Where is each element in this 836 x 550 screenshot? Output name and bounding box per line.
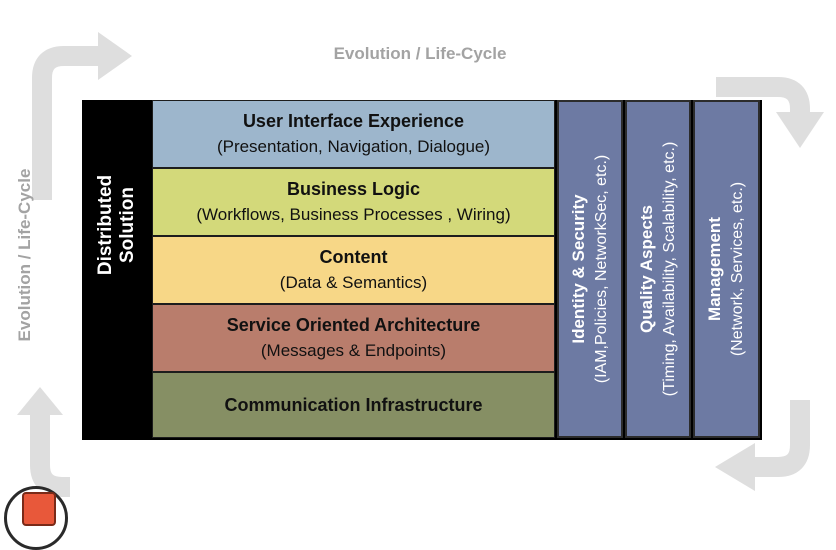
layer-content: Content (Data & Semantics) xyxy=(152,236,555,304)
layer-communication: Communication Infrastructure xyxy=(152,372,555,438)
pillar-subtitle: (IAM,Policies, NetworkSec, etc.) xyxy=(593,154,610,384)
pillar-management xyxy=(693,100,760,438)
arrowhead-bottom-right xyxy=(715,443,755,491)
ds-label-line-1: Distributed xyxy=(95,174,116,276)
arrowhead-top-right xyxy=(776,112,824,148)
layer-subtitle: (Workflows, Business Processes , Wiring) xyxy=(196,205,511,224)
arrowhead-top-left xyxy=(98,32,132,80)
pillar-title: Identity & Security xyxy=(569,194,588,344)
arrow-bottom-right xyxy=(755,400,810,477)
layer-soa: Service Oriented Architecture (Messages … xyxy=(152,304,555,372)
logo-icon xyxy=(22,492,56,526)
layer-subtitle: (Data & Semantics) xyxy=(279,273,428,292)
pillar-quality-aspects xyxy=(625,100,691,438)
arrow-top-left xyxy=(32,46,98,200)
layer-subtitle: (Presentation, Navigation, Dialogue) xyxy=(216,137,491,156)
layer-title: Business Logic xyxy=(286,179,421,199)
arrow-top-right xyxy=(716,77,810,112)
layer-subtitle: (Messages & Endpoints) xyxy=(260,341,447,360)
layer-title: Content xyxy=(319,247,388,267)
layer-title: Service Oriented Architecture xyxy=(226,315,481,335)
layer-business-logic: Business Logic (Workflows, Business Proc… xyxy=(152,168,555,236)
pillar-subtitle: (Network, Services, etc.) xyxy=(729,181,746,357)
pillar-identity-security-text: Identity & Security (IAM,Policies, Netwo… xyxy=(558,100,622,438)
distributed-solution-label: Distributed Solution xyxy=(82,105,152,345)
layer-title: Communication Infrastructure xyxy=(224,394,483,415)
pillar-quality-aspects-text: Quality Aspects (Timing, Availability, S… xyxy=(626,100,690,438)
arrow-bottom-left xyxy=(30,415,70,497)
pillar-identity-security xyxy=(557,100,623,438)
ds-label-line-2: Solution xyxy=(117,187,138,263)
pillar-title: Quality Aspects xyxy=(637,205,656,333)
layer-ui-experience: User Interface Experience (Presentation,… xyxy=(152,100,555,168)
pillar-title: Management xyxy=(705,217,724,321)
pillar-subtitle: (Timing, Availability, Scalability, etc.… xyxy=(661,141,678,397)
lifecycle-label-left: Evolution / Life-Cycle xyxy=(15,168,34,342)
layer-title: User Interface Experience xyxy=(242,111,465,131)
lifecycle-label-top: Evolution / Life-Cycle xyxy=(333,44,507,63)
arrowhead-bottom-left xyxy=(17,387,63,415)
pillar-management-text: Management (Network, Services, etc.) xyxy=(694,100,758,438)
lifecycle-arrows xyxy=(17,32,824,497)
